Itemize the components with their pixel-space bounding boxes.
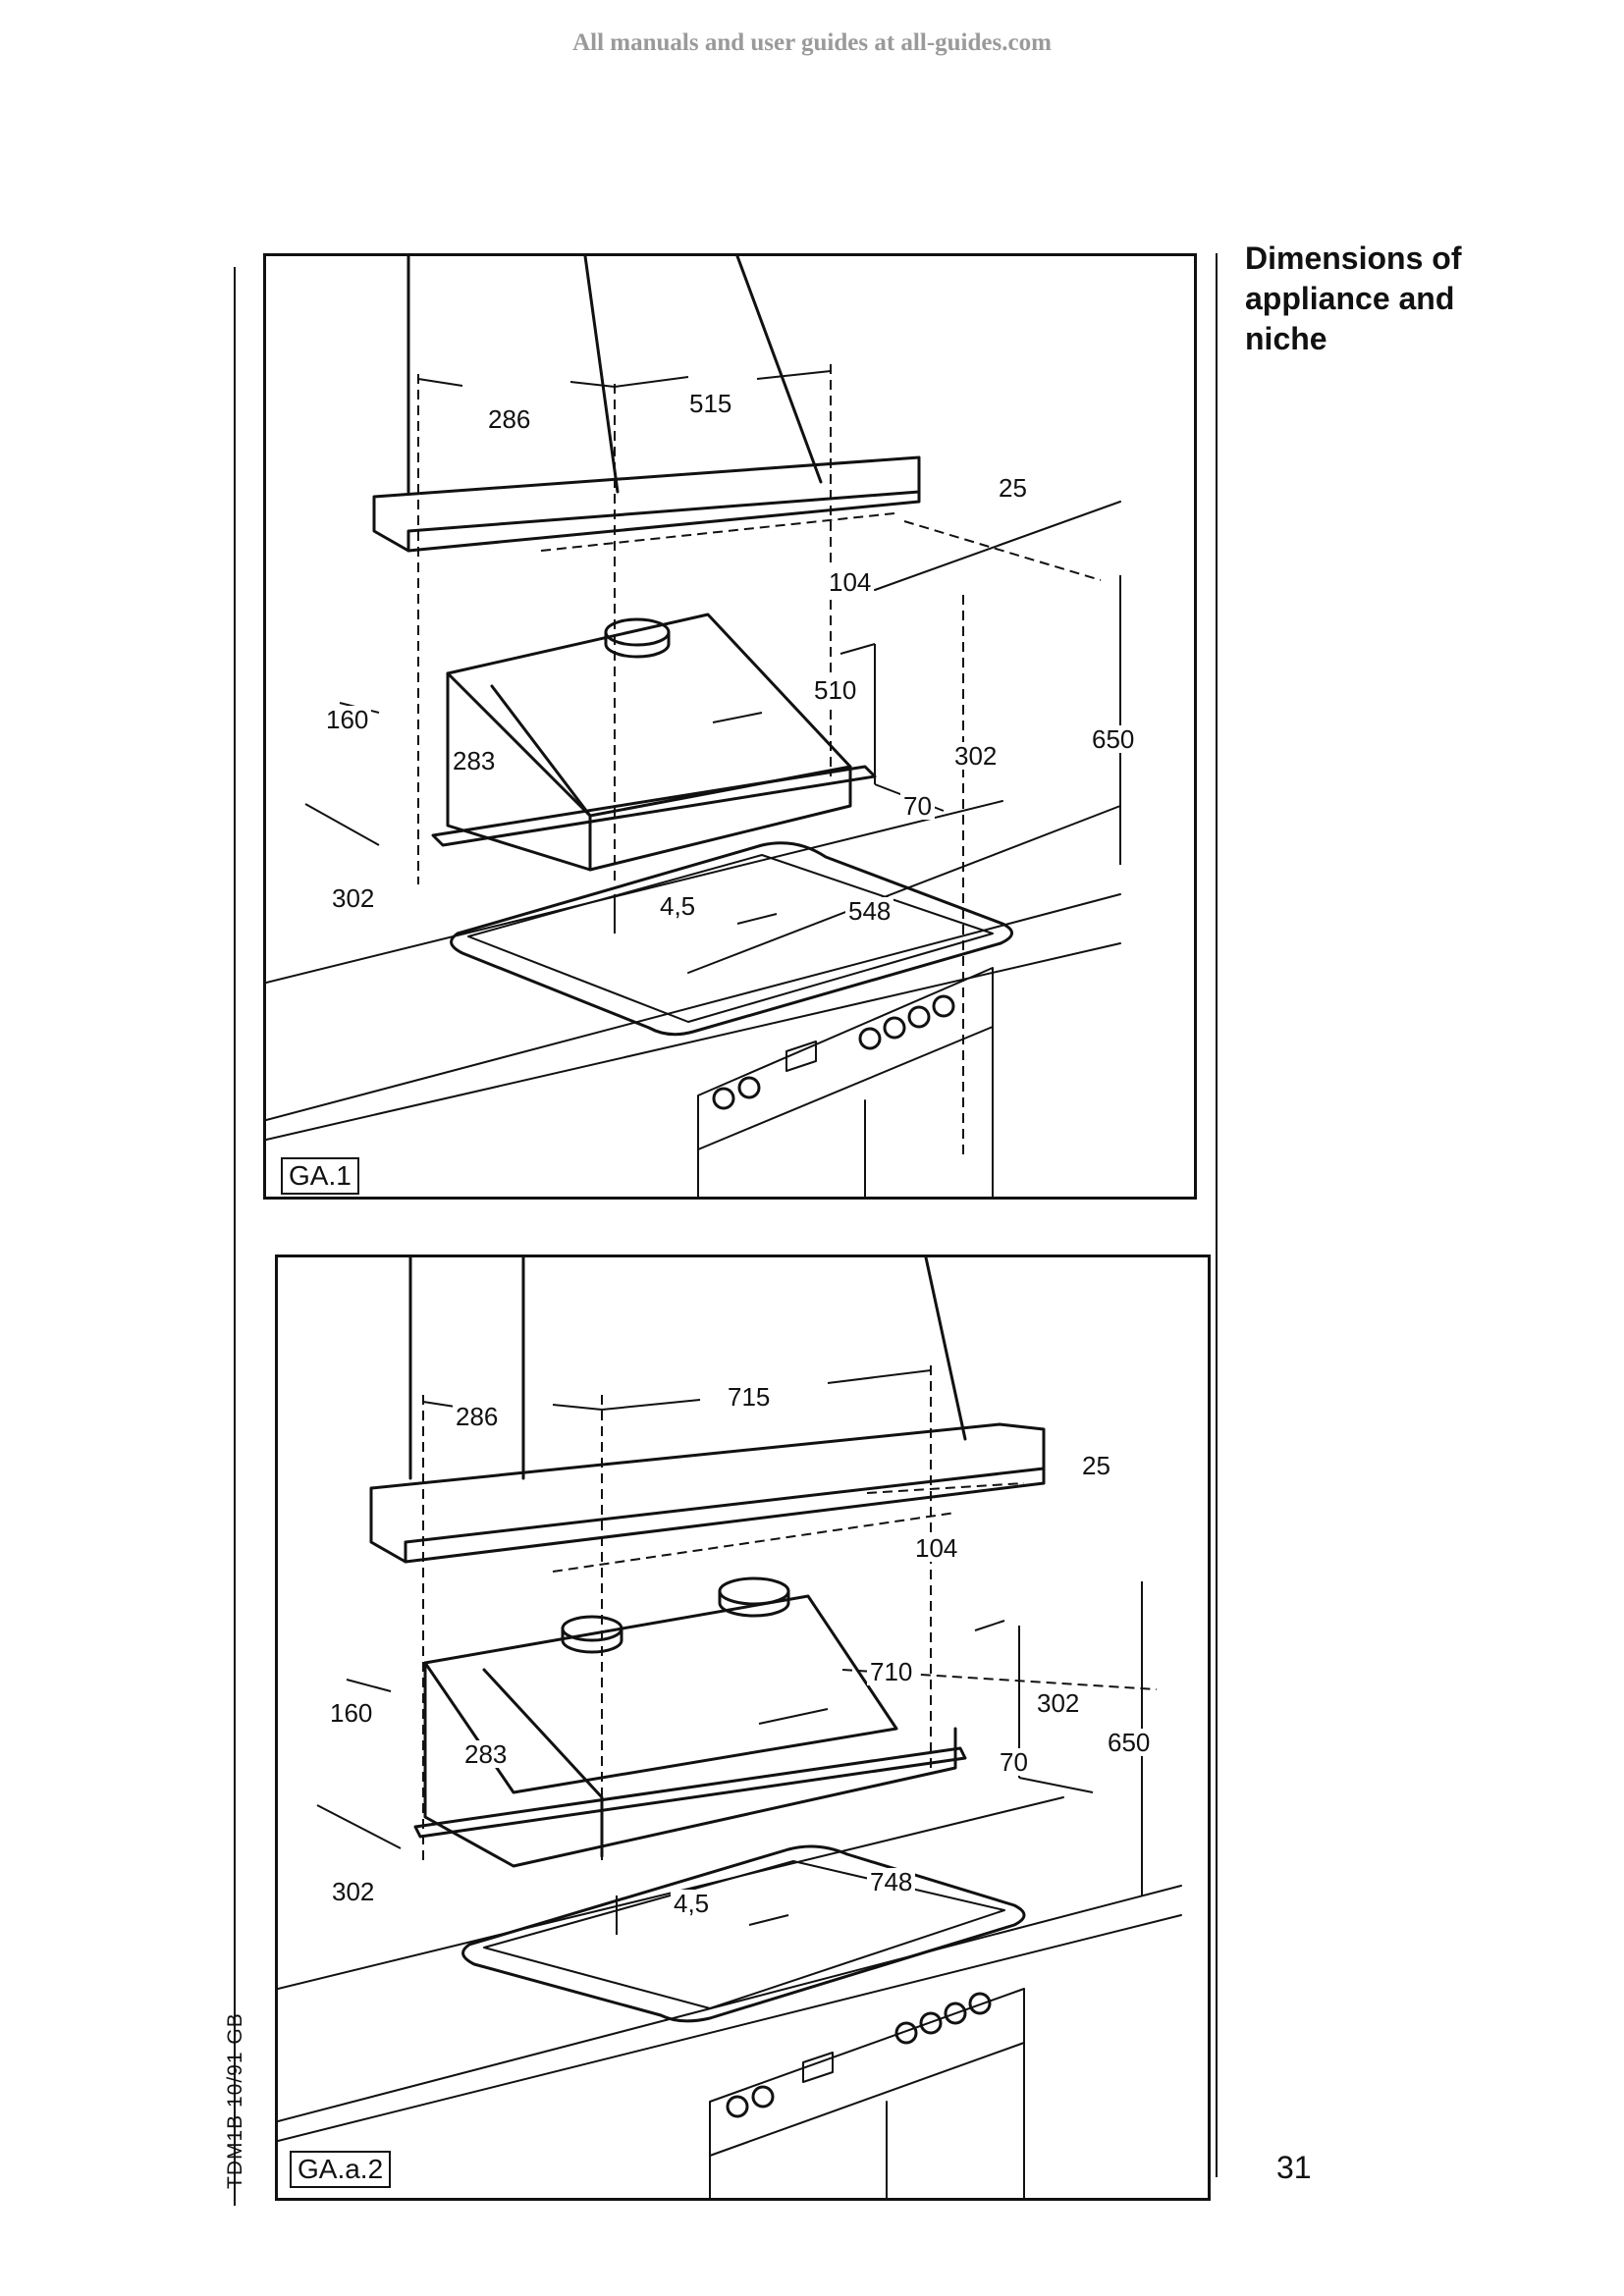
dim-302-depth: 302 [329,1878,378,1905]
figure-ga1: 286 515 25 104 510 160 283 302 650 70 30… [263,253,1197,1200]
page-number: 31 [1276,2150,1312,2185]
dim-302-height: 302 [1034,1689,1083,1717]
dim-283: 283 [461,1740,511,1768]
dim-748: 748 [867,1868,916,1896]
dim-302-depth: 302 [329,884,378,912]
right-margin-rule [1216,253,1218,2177]
dim-515: 515 [686,390,735,417]
figure-gaa2-drawing [278,1257,1182,2198]
dim-650: 650 [1089,725,1138,753]
dim-283: 283 [450,747,499,774]
watermark: All manuals and user guides at all-guide… [572,29,1052,56]
dim-70: 70 [997,1748,1031,1776]
dim-25: 25 [996,474,1030,502]
dim-715: 715 [725,1383,774,1411]
dim-4-5: 4,5 [657,892,699,920]
dim-160: 160 [323,706,372,733]
dim-70: 70 [900,792,935,820]
dim-710: 710 [867,1658,916,1685]
dim-510: 510 [811,676,860,704]
document-code: TDM1B 10/91 GB [224,2012,246,2189]
dim-302-height: 302 [951,742,1001,770]
dim-25: 25 [1079,1452,1113,1479]
dim-104: 104 [912,1534,961,1562]
figure-ga1-drawing [266,256,1121,1197]
section-title: Dimensions of appliance and niche [1245,240,1462,356]
dim-4-5: 4,5 [671,1890,713,1917]
dim-286: 286 [485,405,534,433]
figure-gaa2: 286 715 25 104 710 160 302 283 650 70 30… [275,1255,1211,2201]
dim-548: 548 [845,897,894,925]
figure-label-ga1: GA.1 [281,1157,359,1195]
figure-label-gaa2: GA.a.2 [290,2151,392,2188]
left-margin-rule [234,267,236,2206]
dim-160: 160 [327,1699,376,1727]
dim-286: 286 [453,1403,502,1430]
dim-650: 650 [1105,1729,1154,1756]
dim-104: 104 [826,568,875,596]
